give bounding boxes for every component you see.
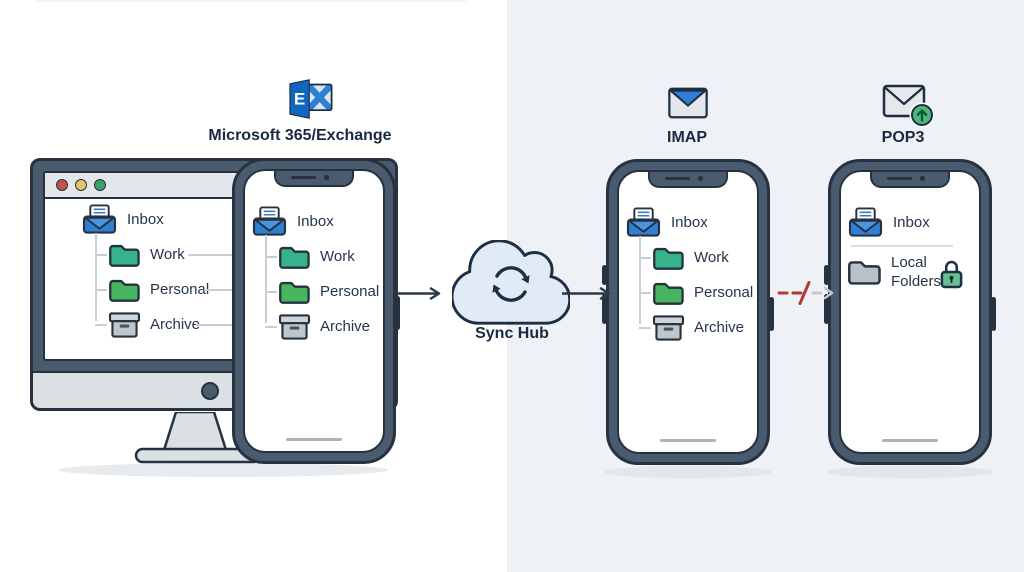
tree-item-archive[interactable]: Archive	[265, 309, 379, 344]
pop3-phone-shadow	[826, 466, 994, 478]
phone-side-button	[991, 297, 996, 331]
window-minimize-button[interactable]	[75, 179, 87, 191]
tree-item-work[interactable]: Work	[639, 240, 753, 275]
broken-sync-arrow	[777, 281, 834, 305]
top-edge-artifact	[36, 0, 466, 2]
folder-tree-exchange-phone: Inbox Work Personal	[251, 203, 379, 344]
speaker-slot	[887, 176, 912, 180]
phone-side-button	[769, 297, 774, 331]
tree-label-work: Work	[694, 249, 729, 266]
open-envelope-icon	[848, 206, 883, 237]
tree-label-inbox: Inbox	[127, 210, 164, 228]
camera-dot	[920, 176, 925, 181]
envelope-green-upload-icon	[882, 84, 934, 128]
folder-icon	[109, 244, 140, 267]
tree-item-local-folders[interactable]: Local Folders	[847, 251, 953, 293]
folder-tree-desktop: Inbox Work Personal	[81, 201, 209, 342]
open-envelope-icon	[626, 206, 661, 237]
sync-line-archive	[196, 324, 234, 326]
tree-item-work[interactable]: Work	[265, 239, 379, 274]
tree-label-work: Work	[150, 246, 185, 263]
desktop-shadow	[58, 463, 388, 477]
tree-label-archive: Archive	[150, 316, 201, 333]
tree-label-archive: Archive	[320, 318, 371, 335]
folder-icon	[653, 247, 684, 270]
home-indicator	[660, 438, 716, 442]
folder-icon	[279, 246, 310, 269]
sync-line-personal	[204, 289, 234, 291]
home-indicator	[882, 438, 938, 442]
tree-item-personal[interactable]: Personal	[95, 272, 209, 307]
tree-children: Work Personal Archive	[265, 235, 379, 344]
sync-line-work	[188, 254, 234, 256]
tree-item-archive[interactable]: Archive	[639, 310, 753, 345]
open-envelope-icon	[82, 203, 117, 234]
imap-phone-shadow	[604, 466, 772, 478]
tree-label-personal: Personal	[150, 281, 210, 298]
phone-volume-button	[824, 294, 829, 324]
window-zoom-button[interactable]	[94, 179, 106, 191]
camera-dot	[698, 176, 703, 181]
phone-side-button	[395, 296, 400, 330]
pop3-section-title: POP3	[881, 129, 925, 146]
cloud-sync-icon	[452, 240, 570, 325]
list-divider	[851, 245, 953, 247]
green-lock-icon	[940, 260, 963, 289]
tree-label-inbox: Inbox	[297, 212, 334, 230]
phone-notch	[870, 172, 950, 188]
tree-label-work: Work	[320, 248, 355, 265]
tree-label-personal: Personal	[320, 283, 380, 300]
monitor-power-dot	[201, 382, 219, 400]
folder-icon	[109, 279, 140, 302]
phone-volume-button	[602, 265, 607, 285]
tree-item-inbox[interactable]: Inbox	[251, 203, 379, 239]
tree-item-inbox[interactable]: Inbox	[847, 204, 953, 240]
phone-notch	[648, 172, 728, 188]
pop3-phone: Inbox Local Folders	[824, 159, 996, 465]
phone-notch	[274, 171, 354, 187]
imap-phone-screen: Inbox Work Personal	[617, 170, 759, 454]
imap-section-title: IMAP	[667, 129, 707, 146]
arrow-exchange-to-hub	[392, 287, 441, 300]
archive-box-icon	[278, 313, 311, 340]
arrow-hub-to-imap	[562, 287, 611, 300]
tree-children: Work Personal Archive	[639, 236, 753, 345]
tree-label-local-folders: Local Folders	[891, 253, 942, 291]
exchange-logo-icon: E	[289, 79, 333, 119]
tree-label-inbox: Inbox	[893, 213, 930, 231]
tree-item-archive[interactable]: Archive	[95, 307, 209, 342]
exchange-phone: Inbox Work Personal	[232, 158, 400, 464]
tree-item-personal[interactable]: Personal	[265, 274, 379, 309]
folder-icon	[848, 261, 881, 285]
tree-item-inbox[interactable]: Inbox	[81, 201, 209, 237]
archive-box-icon	[652, 314, 685, 341]
speaker-slot	[291, 175, 316, 179]
pop3-phone-screen: Inbox Local Folders	[839, 170, 981, 454]
envelope-blue-flap-icon	[668, 87, 708, 119]
phone-volume-button	[602, 294, 607, 324]
open-envelope-icon	[252, 205, 287, 236]
exchange-phone-screen: Inbox Work Personal	[243, 169, 385, 453]
imap-phone: Inbox Work Personal	[602, 159, 774, 465]
folder-list-pop3: Inbox Local Folders	[847, 204, 953, 293]
folder-icon	[653, 282, 684, 305]
tree-label-inbox: Inbox	[671, 213, 708, 231]
svg-text:E: E	[294, 90, 305, 109]
folder-tree-imap-phone: Inbox Work Personal	[625, 204, 753, 345]
tree-item-inbox[interactable]: Inbox	[625, 204, 753, 240]
home-indicator	[286, 437, 342, 441]
tree-item-personal[interactable]: Personal	[639, 275, 753, 310]
tree-label-archive: Archive	[694, 319, 745, 336]
camera-dot	[324, 175, 329, 180]
phone-volume-button	[824, 265, 829, 285]
tree-item-work[interactable]: Work	[95, 237, 209, 272]
sync-hub-title: Sync Hub	[475, 325, 549, 342]
window-close-button[interactable]	[56, 179, 68, 191]
folder-icon	[279, 281, 310, 304]
tree-children: Work Personal Archive	[95, 233, 209, 342]
tree-label-personal: Personal	[694, 284, 754, 301]
speaker-slot	[665, 176, 690, 180]
exchange-section-title: Microsoft 365/Exchange	[208, 127, 392, 144]
archive-box-icon	[108, 311, 141, 338]
